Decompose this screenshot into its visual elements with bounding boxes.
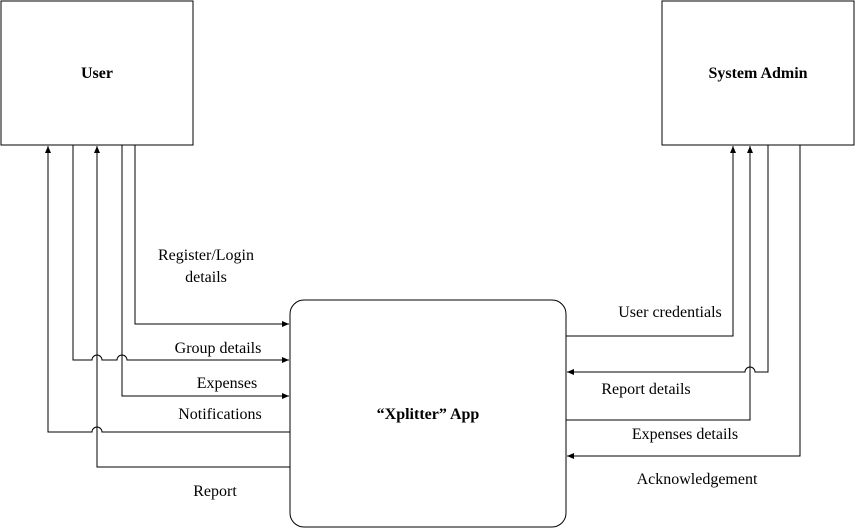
flow-acknowledgement bbox=[567, 145, 801, 459]
flow-expenses-label: Expenses bbox=[197, 375, 257, 392]
flow-notifications bbox=[45, 146, 290, 433]
flow-expenses-details-label: Expenses details bbox=[632, 426, 738, 443]
flow-register-login-label-2: details bbox=[185, 269, 227, 286]
flow-user-credentials-label: User credentials bbox=[618, 304, 722, 321]
flow-expenses bbox=[121, 145, 289, 399]
xplitter-app-process-label: “Xplitter” App bbox=[377, 406, 480, 423]
system-admin-entity-box bbox=[661, 0, 855, 146]
flow-notifications-label: Notifications bbox=[178, 406, 262, 423]
flow-register-login bbox=[134, 145, 289, 327]
system-admin-entity-label: System Admin bbox=[708, 65, 807, 82]
flow-group-details-label: Group details bbox=[175, 340, 262, 357]
xplitter-app-process-box bbox=[289, 299, 567, 528]
user-entity-box bbox=[0, 0, 194, 146]
flow-expenses-details bbox=[566, 146, 753, 421]
flow-report-details bbox=[567, 145, 769, 375]
flow-acknowledgement-label: Acknowledgement bbox=[637, 471, 758, 488]
flow-group-details bbox=[72, 145, 289, 363]
flow-register-login-label-1: Register/Login bbox=[158, 247, 254, 264]
flow-report-label: Report bbox=[193, 483, 237, 500]
flow-report-details-label: Report details bbox=[601, 381, 690, 398]
user-entity-label: User bbox=[81, 65, 113, 82]
flow-report bbox=[94, 146, 290, 468]
flow-user-credentials bbox=[566, 146, 736, 337]
